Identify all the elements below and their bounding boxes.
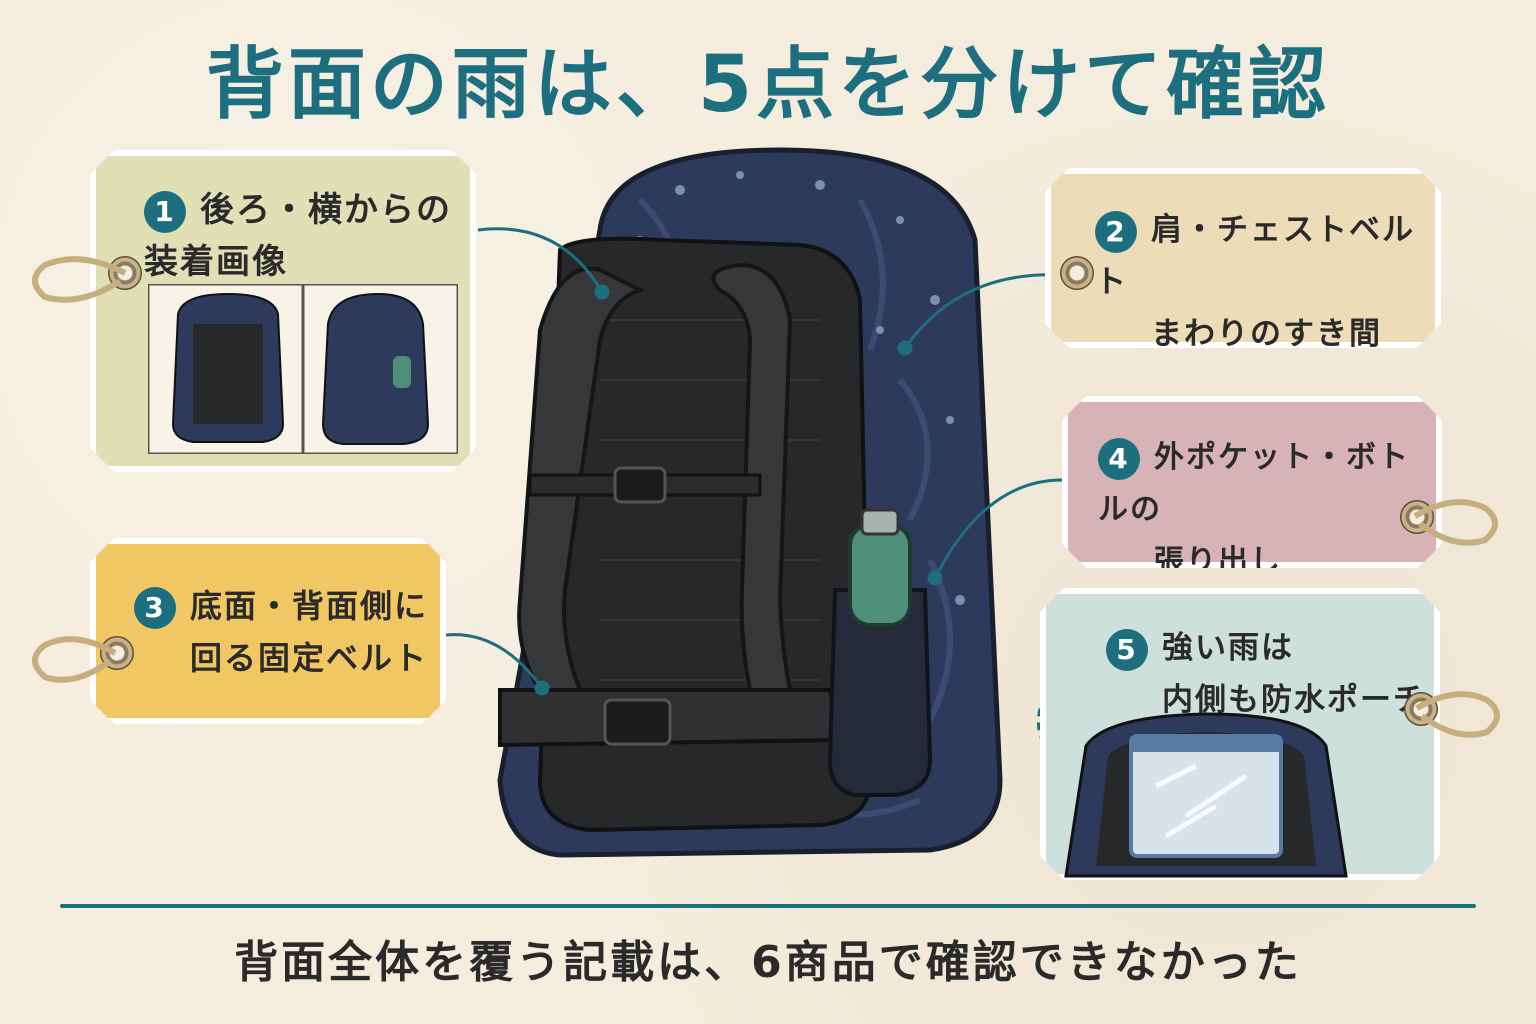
tag-4-cord [1413,499,1498,546]
water-bottle [848,523,912,627]
tag-1: 1 後ろ・横からの 装着画像 [90,150,476,472]
tag-1-cord [32,256,127,303]
tag-5-badge: 5 [1106,629,1148,671]
bottle-cap [860,508,900,536]
leader-3 [445,633,544,689]
tag-5-line1: 強い雨は [1162,630,1294,666]
tag-5-text: 5 強い雨は 内側も防水ポーチ [1106,622,1426,726]
footer-divider [60,904,1476,908]
tag-5: 5 強い雨は 内側も防水ポーチ [1040,588,1440,880]
chest-buckle [613,466,667,504]
water-droplets [636,171,965,605]
tag-5-line2: 内側も防水ポーチ [1162,682,1426,718]
waterproof-pouch [1131,736,1281,856]
tag-4-badge: 4 [1098,438,1140,480]
tag-3-line1: 底面・背面側に [190,587,429,625]
tag-2-line1: 肩・チェストベルト [1095,212,1415,300]
footer-note: 背面全体を覆う記載は、6商品で確認できなかった [234,937,1302,988]
leader-4 [933,478,1063,579]
tag-2-badge: 2 [1095,211,1137,253]
tag-1-badge: 1 [144,191,186,233]
leader-1 [477,227,604,293]
side-pocket [827,588,933,797]
leader-2 [903,273,1063,349]
tag-3-cord [32,636,117,683]
tag-3: 3 底面・背面側に 回る固定ベルト [90,538,446,724]
hip-buckle [603,698,672,746]
page-title: 背面の雨は、5点を分けて確認 [205,40,1331,130]
tag-3-line2: 回る固定ベルト [190,639,429,677]
tag-2-line2: まわりのすき間 [1151,316,1382,352]
tag-4-line1: 外ポケット・ボトルの [1098,440,1410,527]
tag-3-text: 3 底面・背面側に 回る固定ベルト [134,580,428,684]
tag-2-eyelet [1060,256,1094,290]
thumb-side-view [323,294,428,444]
tag-5-pouch-illustration [1046,706,1446,886]
tag-1-text: 1 後ろ・横からの 装着画像 [144,184,452,288]
tag-3-badge: 3 [134,587,176,629]
tag-5-cord [1415,691,1500,738]
tag-1-thumbnails [148,284,458,454]
tag-1-line1: 後ろ・横からの [200,190,452,230]
tag-1-line2: 装着画像 [144,242,288,282]
